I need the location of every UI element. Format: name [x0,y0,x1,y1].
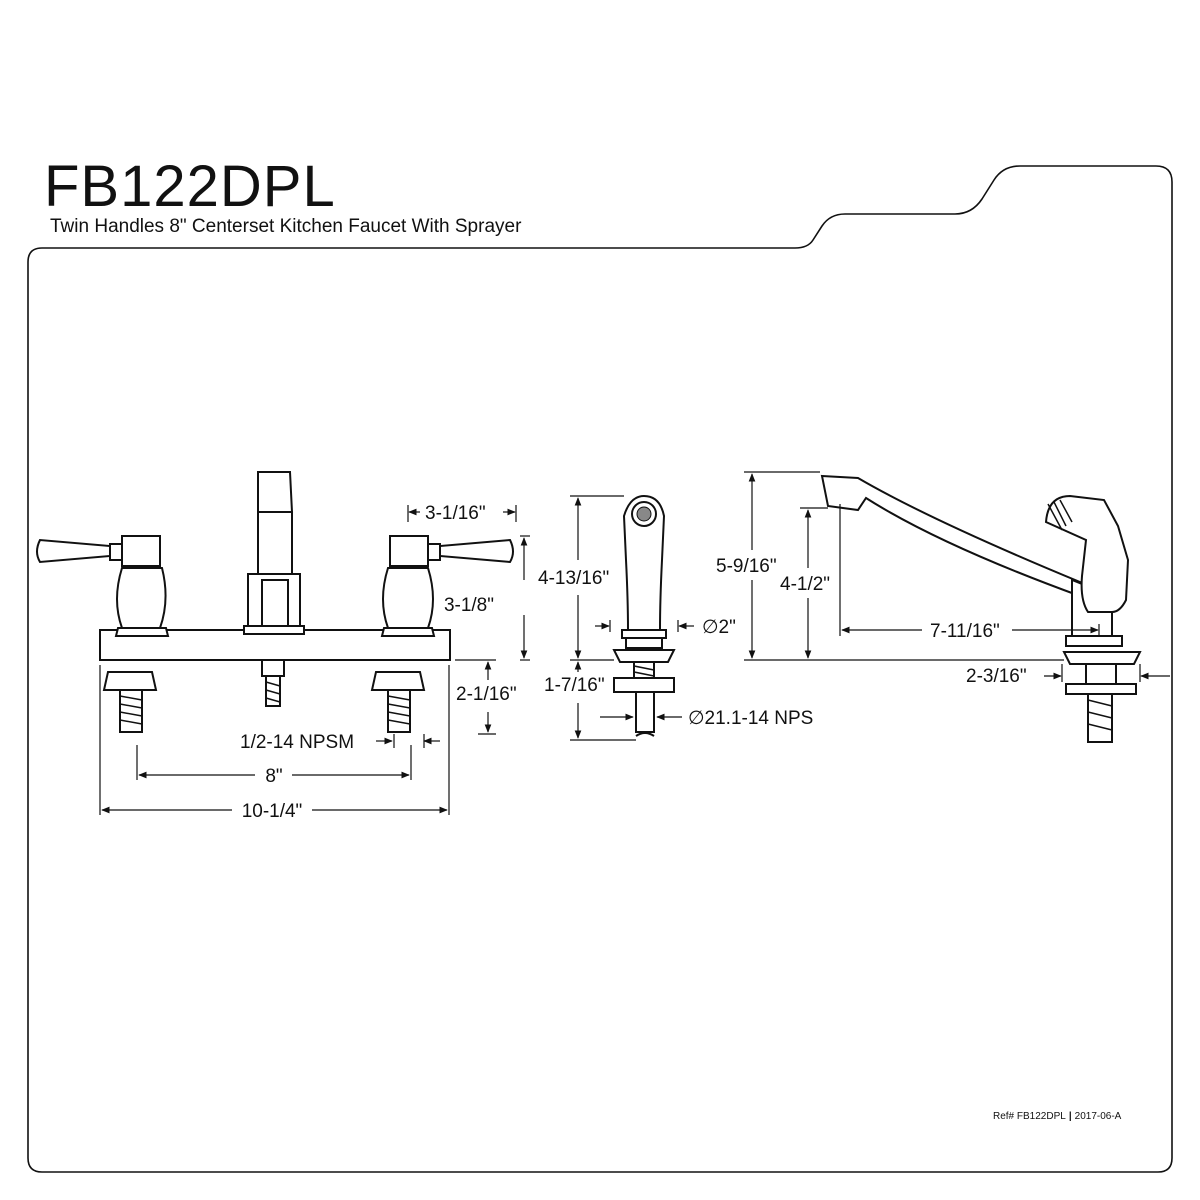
front-view-dimensions [99,505,530,815]
dim-overall-width: 10-1/4" [242,801,303,822]
dim-spout-height: 4-1/2" [780,574,830,595]
model-number: FB122DPL [44,154,336,219]
side-view-dimensions [744,471,1170,682]
ref-separator: | [1068,1111,1072,1122]
sprayer-head [622,494,666,631]
center-nipple [261,659,285,707]
dim-body-height: 3-1/8" [444,595,494,616]
dim-sprayer-thread: ∅21.1-14 NPS [688,708,813,729]
right-handle [380,535,514,637]
dim-center-spacing: 8" [265,766,282,787]
dim-handle-width: 3-1/16" [425,503,486,524]
reference-footer: Ref# FB122DPL|2017-06-A [993,1111,1121,1122]
left-handle [36,535,170,637]
right-shank [370,671,426,733]
folder-frame [27,165,1173,1173]
sprayer-dimensions [570,495,694,741]
dim-spout-reach: 7-11/16" [930,621,1000,642]
dim-sprayer-shank: 1-7/16" [544,675,605,696]
sprayer-view [612,494,676,737]
dim-overall-height: 5-9/16" [716,556,777,577]
front-view-labels: 3-1/16" 3-1/8" 2-1/16" 1/2-14 NPSM 8" 10… [240,503,517,822]
front-view-faucet [36,471,514,733]
revision: 2017-06-A [1074,1111,1122,1122]
side-spout [820,474,1081,598]
side-view-labels: 5-9/16" 4-1/2" 7-11/16" 2-3/16" [716,556,1027,687]
sprayer-labels: 4-13/16" ∅2" 1-7/16" ∅21.1-14 NPS [538,568,813,729]
side-view-faucet [820,474,1142,743]
product-description: Twin Handles 8" Centerset Kitchen Faucet… [50,216,522,237]
side-sprayer-head [1044,494,1130,613]
dim-sprayer-diameter: ∅2" [702,617,736,638]
dim-thread: 1/2-14 NPSM [240,732,354,753]
left-shank [102,671,158,733]
center-spout [243,471,305,635]
ref-number: Ref# FB122DPL [993,1111,1066,1122]
dim-sprayer-height: 4-13/16" [538,568,609,589]
dim-shank-spacing: 2-3/16" [966,666,1027,687]
dim-shank-length: 2-1/16" [456,684,517,705]
